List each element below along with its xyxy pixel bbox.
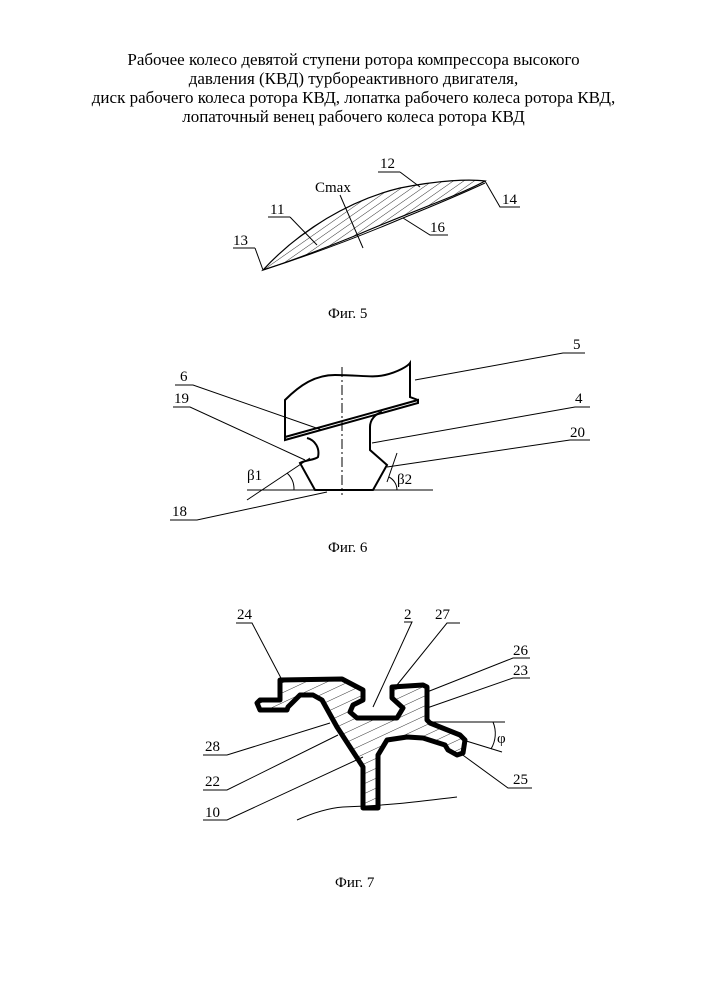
leader-20	[387, 440, 590, 467]
beta2-line	[387, 453, 397, 482]
leader-23	[427, 678, 530, 708]
label-2: 2	[404, 607, 412, 623]
leader-24	[236, 623, 282, 680]
label-10: 10	[205, 805, 220, 821]
beta2-arc	[389, 477, 397, 490]
label-18: 18	[172, 504, 187, 520]
label-12: 12	[380, 156, 395, 172]
figure-5-caption: Фиг. 5	[328, 306, 367, 322]
label-13: 13	[233, 233, 248, 249]
blade-platform	[285, 400, 418, 440]
leader-6	[175, 385, 322, 430]
leader-12	[400, 172, 420, 187]
phi-arc	[491, 722, 495, 749]
label-28: 28	[205, 739, 220, 755]
blade-airfoil	[285, 363, 418, 437]
figure-5: 13 11 Cmax 12 14 16 Фиг. 5	[233, 156, 520, 322]
leader-5	[415, 353, 585, 380]
label-phi: φ	[497, 731, 506, 747]
figure-7: φ 24 2 27 26 23 28 22 10 25 Фиг. 7	[203, 607, 532, 891]
label-25: 25	[513, 772, 528, 788]
leader-28	[203, 723, 330, 755]
figure-6: β1 β2 5 6 19 4 20 18 Фиг. 6	[170, 337, 590, 556]
leader-22	[203, 735, 338, 790]
label-beta2: β2	[397, 472, 412, 488]
label-20: 20	[570, 425, 585, 441]
leader-10	[203, 757, 363, 820]
label-cmax: Cmax	[315, 180, 351, 196]
label-19: 19	[174, 391, 189, 407]
leader-18	[170, 492, 327, 520]
label-23: 23	[513, 663, 528, 679]
label-14: 14	[502, 192, 518, 208]
airfoil-section-hatched	[263, 180, 485, 270]
figure-6-caption: Фиг. 6	[328, 540, 368, 556]
label-26: 26	[513, 643, 529, 659]
leader-27	[397, 623, 460, 685]
beta1-arc	[287, 473, 294, 490]
label-16: 16	[430, 220, 446, 236]
label-11: 11	[270, 202, 284, 218]
label-6: 6	[180, 369, 188, 385]
leader-4	[372, 407, 590, 443]
label-5: 5	[573, 337, 581, 353]
label-27: 27	[435, 607, 451, 623]
disk-rim-section	[257, 679, 465, 808]
label-4: 4	[575, 391, 583, 407]
label-beta1: β1	[247, 468, 262, 484]
label-22: 22	[205, 774, 220, 790]
label-24: 24	[237, 607, 253, 623]
figure-7-caption: Фиг. 7	[335, 875, 375, 891]
leader-13	[255, 248, 263, 270]
